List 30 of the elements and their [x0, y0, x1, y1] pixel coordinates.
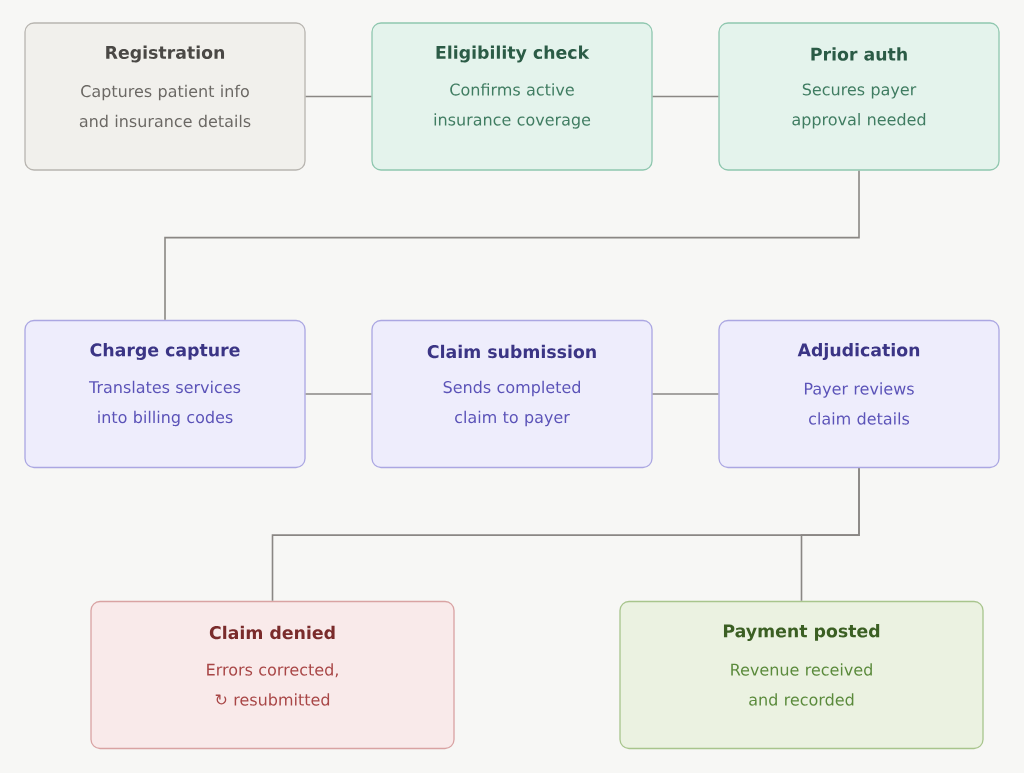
process-box [619, 600, 984, 750]
process-box [718, 22, 1000, 171]
connector-line [164, 169, 860, 321]
process-box [90, 600, 455, 750]
box-description: Revenue received and recorded [731, 663, 872, 706]
box-description: Errors corrected, ↻ resubmitted [207, 663, 338, 706]
box-description: Confirms active insurance coverage [434, 83, 591, 129]
box-description: Secures payer approval needed [792, 83, 926, 129]
box-title: Payment posted [723, 624, 880, 641]
connector-line [800, 467, 860, 602]
box-description: Captures patient info and insurance details [79, 84, 251, 128]
box-description: Payer reviews claim details [804, 382, 914, 425]
process-box [718, 319, 1000, 469]
box-description: Translates services into billing codes [89, 380, 241, 427]
process-box [371, 319, 653, 469]
box-title: Prior auth [811, 47, 907, 61]
box-title: Claim submission [427, 344, 596, 359]
connector-line [304, 393, 373, 395]
process-box [24, 22, 306, 171]
box-title: Registration [106, 45, 225, 63]
process-box [371, 22, 653, 171]
box-title: Eligibility check [436, 45, 590, 63]
connector-line [651, 393, 720, 395]
box-title: Charge capture [90, 343, 240, 360]
process-box [24, 319, 306, 469]
connector-line [651, 95, 720, 98]
box-title: Claim denied [209, 625, 335, 640]
connector-line [304, 95, 373, 98]
box-title: Adjudication [797, 343, 920, 360]
box-description: Sends completed claim to payer [443, 380, 580, 427]
